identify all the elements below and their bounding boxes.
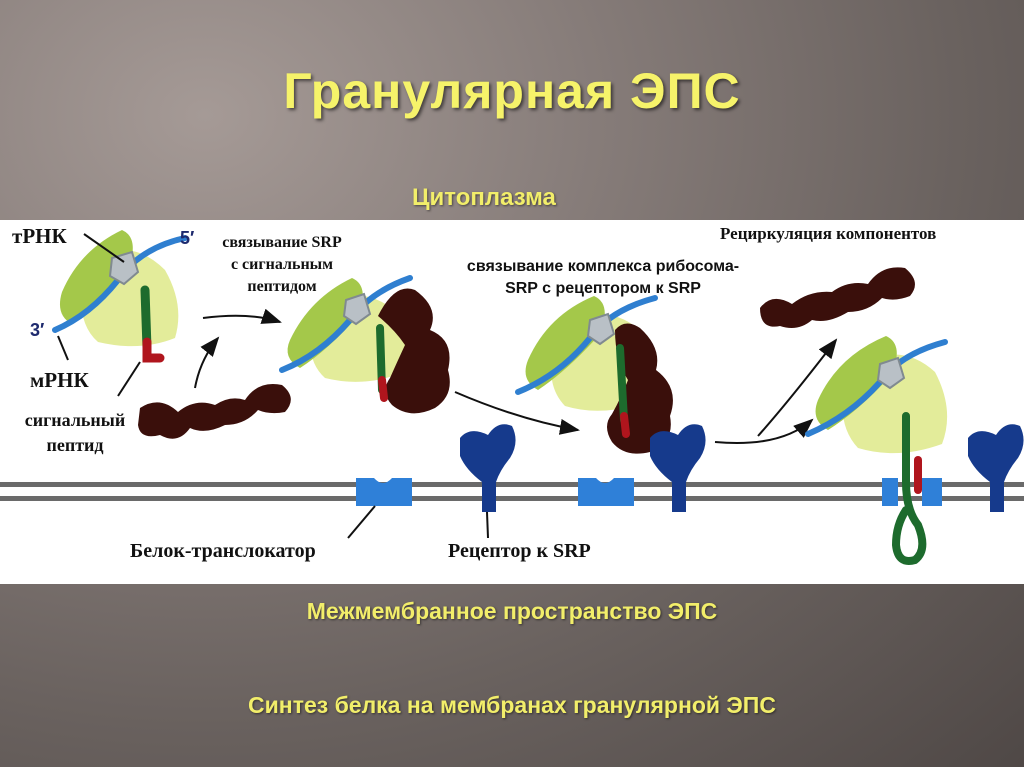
mrna-label: мРНК — [30, 368, 89, 392]
ribosome-stage2 — [279, 275, 450, 414]
intermembrane-label: Межмембранное пространство ЭПС — [306, 598, 718, 624]
translocator-proteins — [356, 478, 942, 506]
srp-receptor-label: Рецептор к SRP — [448, 540, 591, 562]
srp-recycled — [760, 267, 915, 328]
arrows — [194, 308, 838, 445]
srp-receptors — [460, 424, 1024, 512]
ribosome-stage3 — [515, 295, 673, 454]
slide-title: Гранулярная ЭПС — [283, 63, 741, 119]
signal-peptide-label: сигнальный пептид — [24, 410, 126, 455]
ribosome-stage4 — [805, 336, 948, 565]
er-membrane — [0, 482, 1024, 501]
cytoplasm-label: Цитоплазма — [412, 184, 556, 211]
recycling-label: Рециркуляция компонентов — [720, 224, 937, 243]
five-prime-label: 5′ — [180, 228, 195, 248]
er-protein-synthesis-diagram — [0, 230, 1024, 565]
ribosome-stage1 — [52, 230, 188, 363]
bottom-caption: Синтез белка на мембранах гранулярной ЭП… — [248, 692, 776, 718]
srp-free — [138, 384, 291, 439]
complex-binding-label: связывание комплекса рибосома- SRP с рец… — [466, 258, 740, 297]
three-prime-label: 3′ — [30, 320, 45, 340]
label-leader-lines — [57, 233, 489, 539]
srp-binding-label: связывание SRP с сигнальным пептидом — [222, 234, 342, 295]
translocator-label: Белок-транслокатор — [130, 540, 316, 562]
trna-label: тРНК — [12, 224, 67, 248]
diagram-panel: тРНК 5′ 3′ мРНК сигнальный пептид связыв… — [0, 220, 1024, 584]
